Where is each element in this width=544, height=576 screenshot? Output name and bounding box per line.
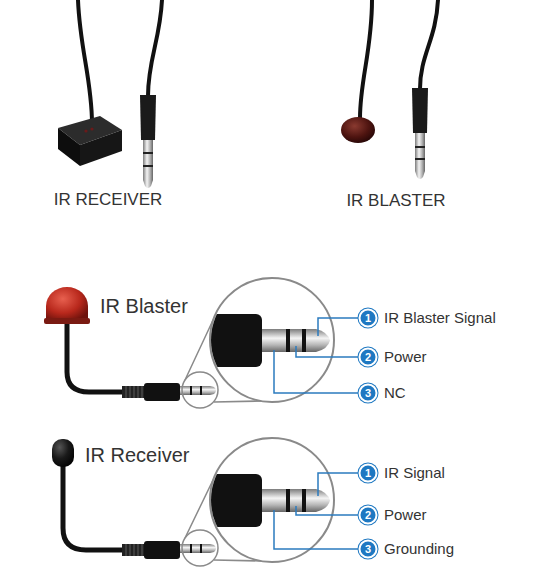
- jack-plug: [143, 140, 153, 180]
- receiver-block-side: [58, 128, 80, 166]
- jack-tip: [210, 386, 216, 395]
- pin-name: IR Signal: [384, 464, 445, 482]
- jack-ring: [143, 165, 153, 167]
- jack-ring: [415, 146, 425, 148]
- leader-line: [296, 506, 359, 515]
- jack-cable: [148, 0, 162, 96]
- small-jack: [122, 372, 218, 408]
- jack-insulator: [286, 489, 290, 512]
- part-name: IR Receiver: [85, 443, 189, 467]
- magnifier: [200, 438, 334, 562]
- jack-tip: [143, 180, 153, 188]
- leader-line: [274, 350, 359, 393]
- part-name: IR Blaster: [100, 294, 188, 318]
- blaster-cable: [67, 322, 122, 392]
- jack-cable: [420, 0, 438, 89]
- blaster-base: [44, 318, 90, 324]
- receiver-cable: [63, 466, 122, 550]
- zoom-marker: [182, 530, 218, 566]
- jack-plug: [415, 133, 425, 171]
- receiver-window: [90, 127, 93, 130]
- jack-insulator: [302, 329, 306, 352]
- jack-insulator: [302, 489, 306, 512]
- leader-line: [318, 473, 359, 496]
- jack-plug: [180, 544, 210, 553]
- callout-number: 1: [359, 309, 378, 328]
- jack-body: [412, 88, 428, 133]
- receiver-dome: [52, 439, 74, 467]
- callout-number: 2: [359, 348, 378, 367]
- jack-ring: [190, 544, 192, 553]
- jack-ring: [190, 386, 192, 395]
- blaster-dome: [46, 287, 88, 321]
- leader-line: [274, 510, 359, 549]
- pin-name: Power: [384, 506, 427, 524]
- magnifier: [200, 278, 334, 402]
- callout-number: 3: [359, 384, 378, 403]
- jack-body: [144, 383, 180, 401]
- photo-caption: IR RECEIVER: [54, 190, 163, 210]
- photo-caption: IR BLASTER: [346, 191, 445, 211]
- strain-relief: [122, 386, 144, 398]
- leader-line: [318, 318, 359, 336]
- receiver-block-front: [80, 130, 122, 166]
- jack-plug: [180, 386, 210, 395]
- jack-sleeve: [262, 489, 286, 512]
- strain-relief-ridge: [126, 386, 142, 398]
- strain-relief: [122, 544, 144, 556]
- jack-tip: [210, 544, 216, 553]
- jack-body: [140, 95, 156, 140]
- callout-number: 3: [359, 540, 378, 559]
- jack-ring: [143, 152, 153, 154]
- jack-tip: [415, 171, 425, 179]
- jack-insulator: [286, 329, 290, 352]
- small-jack: [122, 530, 218, 566]
- pin-name: NC: [384, 384, 406, 402]
- strain-relief-ridge: [126, 544, 142, 556]
- jack-body: [200, 314, 262, 367]
- callout-number: 2: [359, 506, 378, 525]
- pin-name: Power: [384, 348, 427, 366]
- blaster-cable: [360, 0, 372, 118]
- jack-ring: [200, 544, 202, 553]
- leader-line: [296, 346, 359, 357]
- zoom-marker: [182, 372, 218, 408]
- callout-number: 1: [359, 464, 378, 483]
- jack-body: [200, 474, 262, 527]
- jack-ring: [200, 386, 202, 395]
- pin-name: Grounding: [384, 540, 454, 558]
- receiver-window: [84, 129, 87, 132]
- pin-name: IR Blaster Signal: [384, 309, 496, 327]
- jack-body: [144, 541, 180, 559]
- jack-sleeve: [262, 329, 286, 352]
- receiver-cable: [78, 0, 92, 124]
- blaster-dome: [341, 117, 375, 143]
- jack-ring: [415, 158, 425, 160]
